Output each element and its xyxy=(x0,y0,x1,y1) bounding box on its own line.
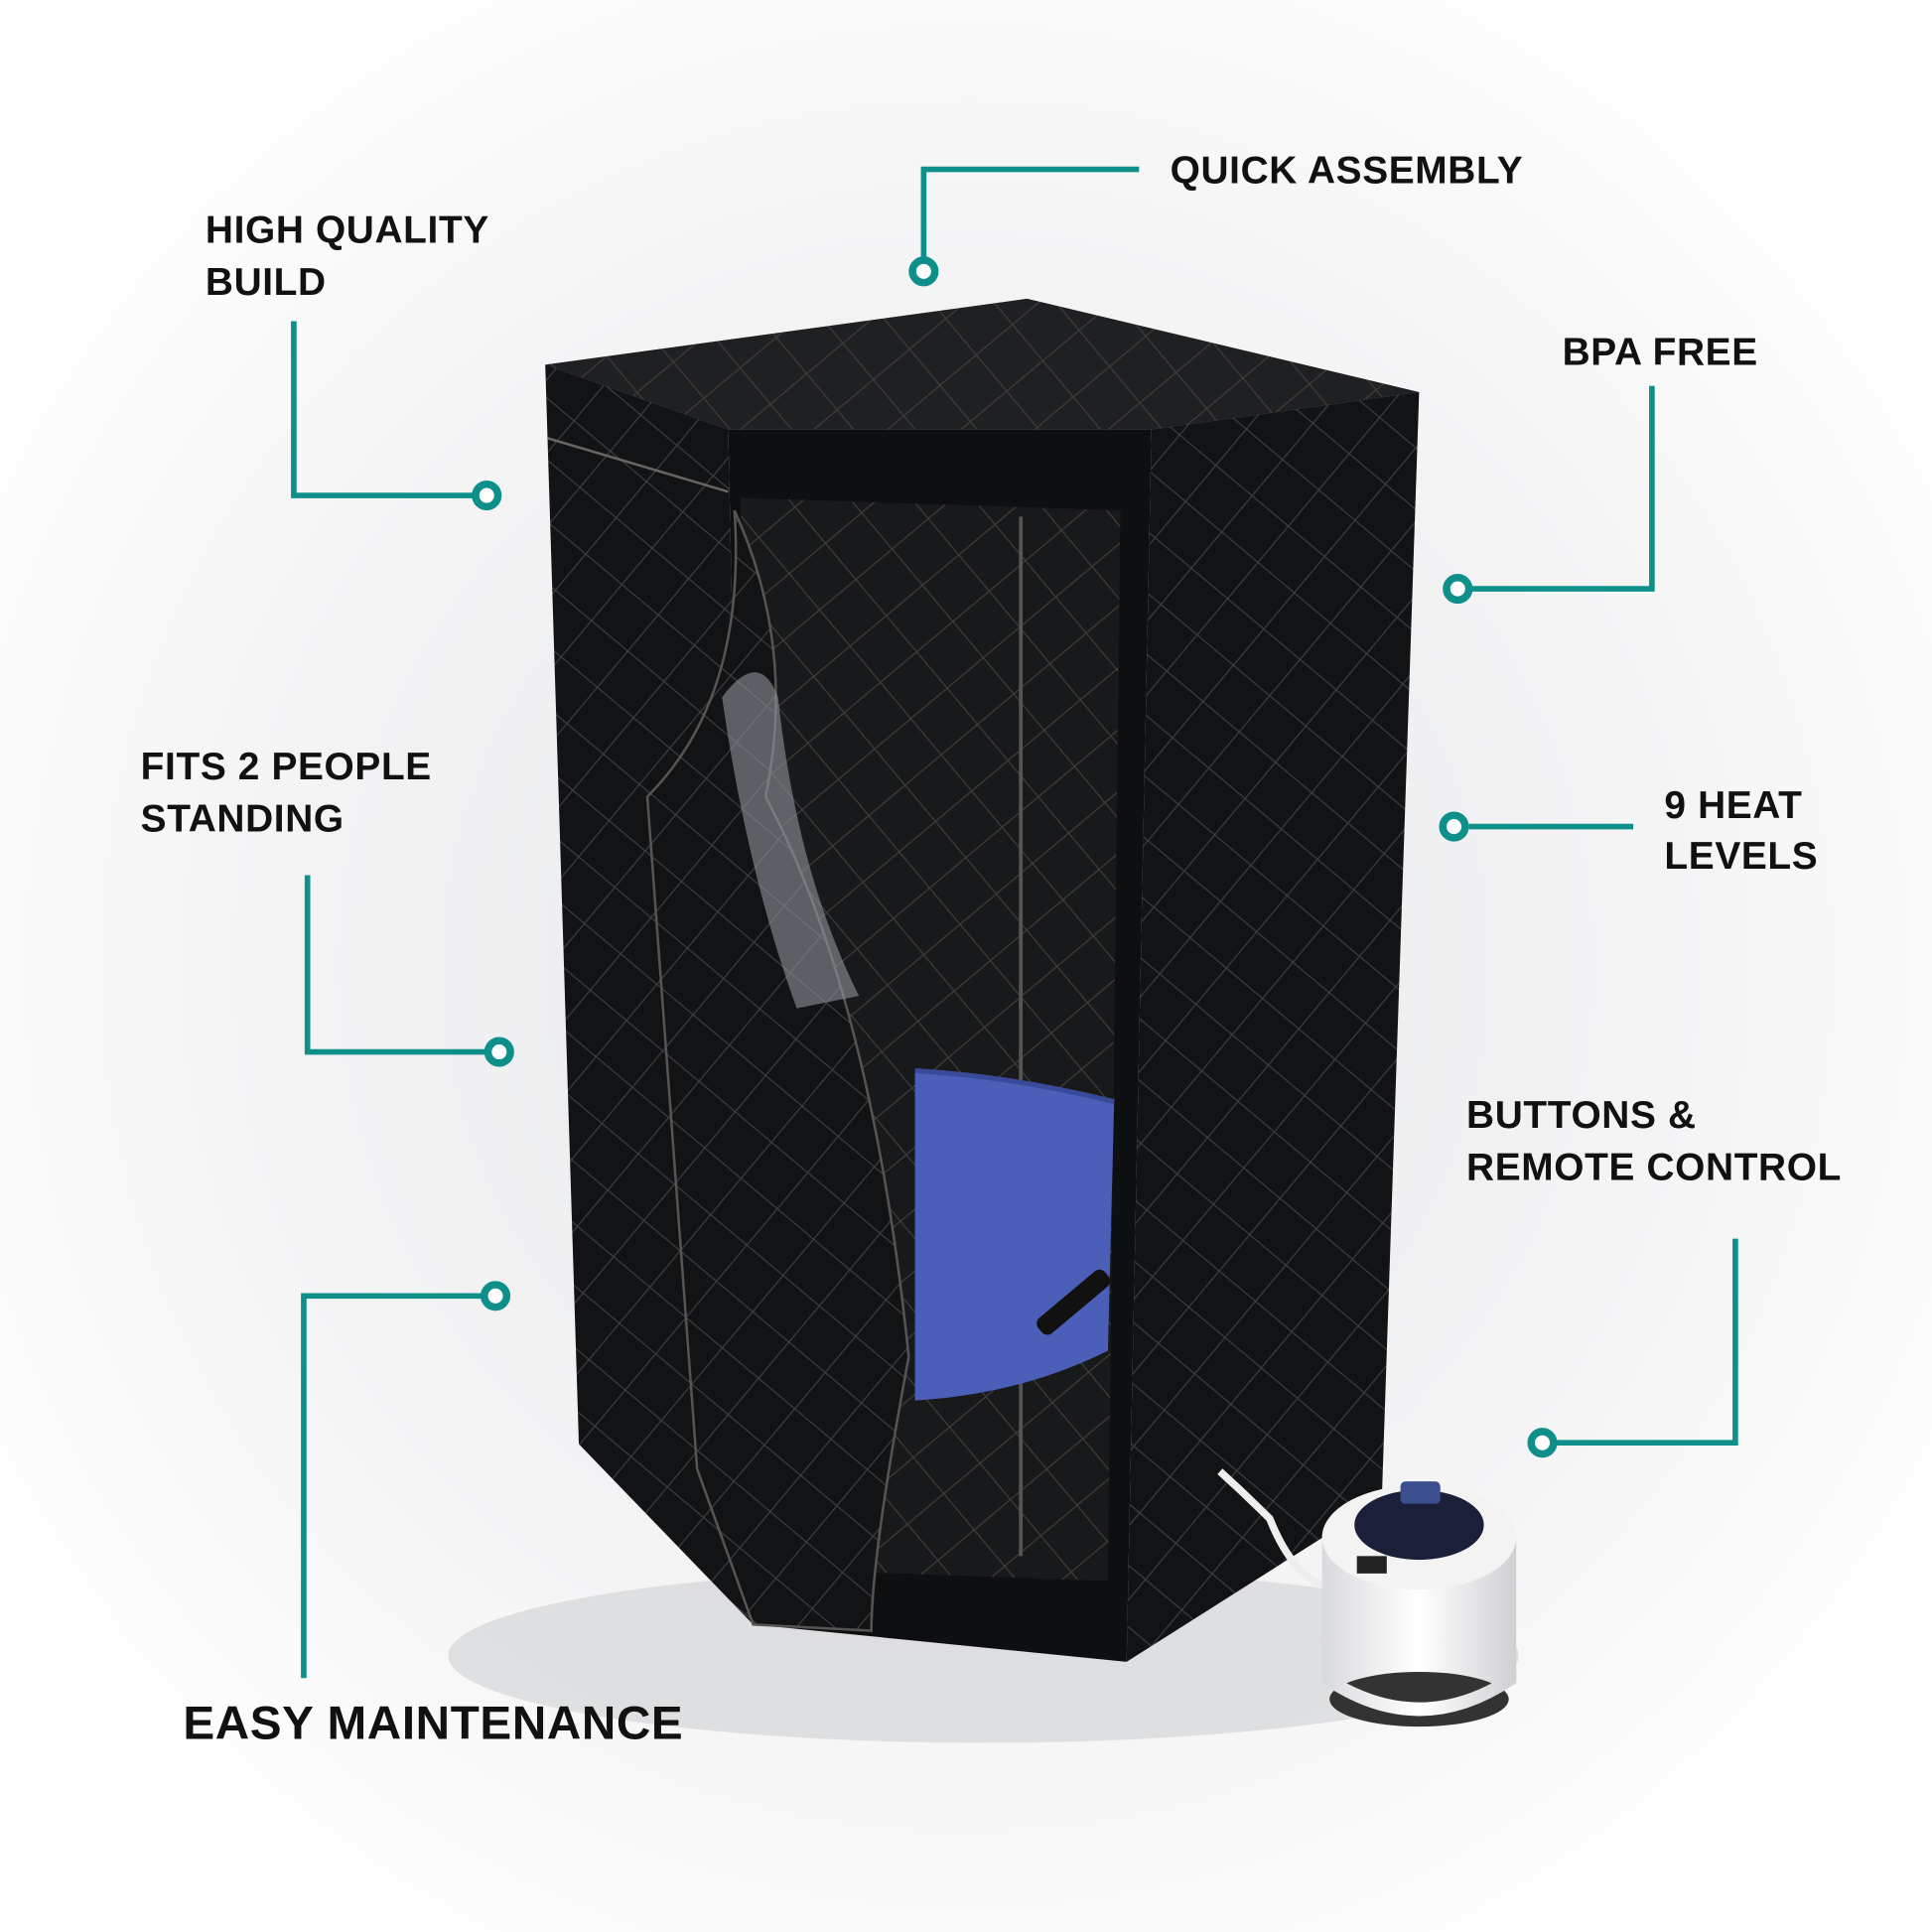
feature-label: EASY MAINTENANCE xyxy=(183,1698,683,1750)
leader-line xyxy=(1471,385,1655,592)
callout-bpa-free: BPA FREE xyxy=(1443,331,1758,605)
steam-hose xyxy=(1217,1468,1333,1591)
leader-dot-icon xyxy=(908,256,939,287)
callout-quick-assembly: QUICK ASSEMBLY xyxy=(908,149,1524,287)
leader-line xyxy=(304,875,486,1055)
feature-label: LEVELS xyxy=(1664,835,1818,878)
floor-shadow xyxy=(448,1568,1519,1743)
feature-label: QUICK ASSEMBLY xyxy=(1171,149,1524,192)
leader-dot-icon xyxy=(1443,574,1473,605)
chair xyxy=(914,1067,1115,1401)
feature-label: BUTTONS & xyxy=(1466,1094,1697,1137)
feature-label: BPA FREE xyxy=(1563,331,1758,373)
clear-window xyxy=(722,672,860,1009)
steam-generator xyxy=(1217,1468,1517,1727)
leader-line xyxy=(1556,1238,1738,1447)
leader-line xyxy=(301,1293,483,1679)
callout-high-quality-build: HIGH QUALITY BUILD xyxy=(206,209,502,511)
callout-fits-2-people: FITS 2 PEOPLE STANDING xyxy=(141,746,514,1067)
feature-label: REMOTE CONTROL xyxy=(1466,1147,1842,1189)
feature-label: 9 HEAT xyxy=(1664,784,1802,827)
sauna-tent xyxy=(545,298,1420,1662)
leader-line xyxy=(920,166,1140,258)
feature-label: STANDING xyxy=(141,798,345,841)
leader-dot-icon xyxy=(1527,1428,1558,1458)
feature-label: HIGH QUALITY xyxy=(206,209,489,252)
leader-dot-icon xyxy=(1439,811,1469,842)
callout-remote-control: BUTTONS & REMOTE CONTROL xyxy=(1466,1094,1842,1458)
tent-right-panel xyxy=(1126,391,1420,1662)
leader-dot-icon xyxy=(480,1281,511,1311)
feature-label: BUILD xyxy=(206,261,327,304)
feature-label: FITS 2 PEOPLE xyxy=(141,746,432,788)
leader-dot-icon xyxy=(472,480,502,511)
callout-easy-maintenance: EASY MAINTENANCE xyxy=(183,1281,683,1750)
leader-line xyxy=(291,321,474,498)
callout-heat-levels: 9 HEAT LEVELS xyxy=(1439,784,1818,878)
leader-dot-icon xyxy=(483,1036,514,1067)
